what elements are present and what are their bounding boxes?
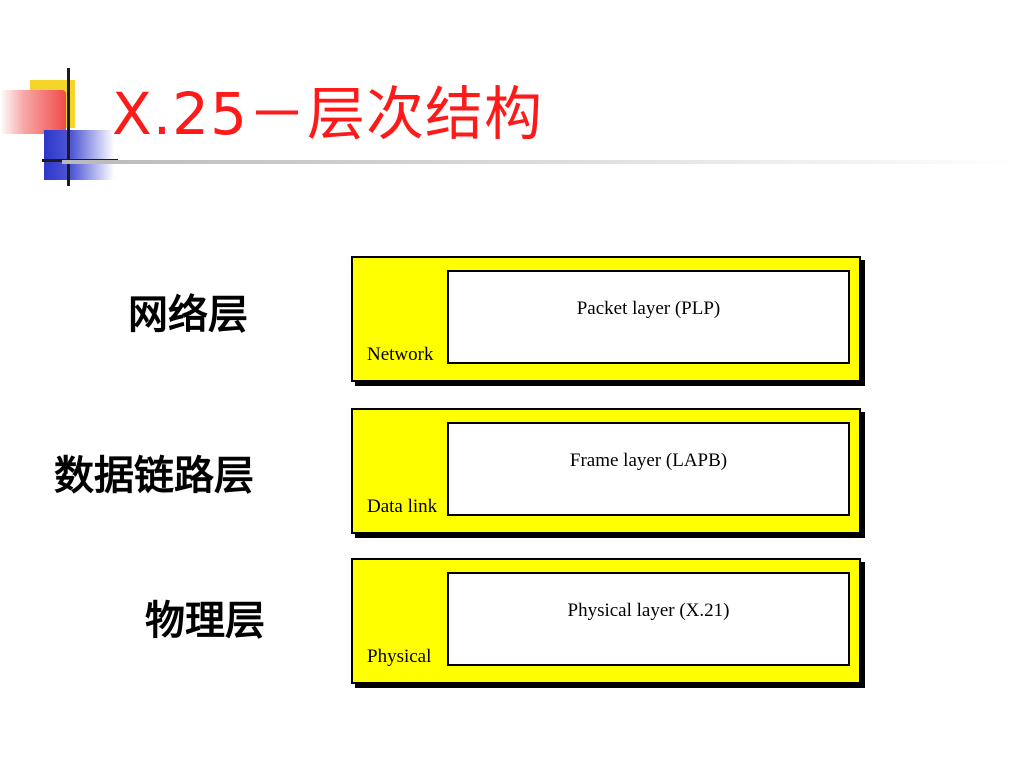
protocol-box-physical: Physical layer (X.21) [447,572,850,666]
layer-tag-physical: Physical [367,646,432,667]
layer-box-data-link: Frame layer (LAPB) Data link [351,408,861,534]
protocol-label-data-link: Frame layer (LAPB) [569,450,728,471]
title-decoration-red-bar [0,90,66,134]
layer-label-data-link: 数据链路层 [54,453,254,499]
layer-box-physical: Physical layer (X.21) Physical [351,558,861,684]
layer-label-network: 网络层 [128,292,248,338]
title-decoration-vertical-line [67,68,70,186]
title-underline-rule [62,160,1024,164]
slide-title: X.25－层次结构 [112,80,543,148]
layer-tag-network: Network [367,344,434,365]
layer-tag-data-link: Data link [367,496,438,517]
protocol-box-network: Packet layer (PLP) [447,270,850,364]
protocol-label-physical: Physical layer (X.21) [567,600,730,621]
protocol-box-data-link: Frame layer (LAPB) [447,422,850,516]
layer-label-physical: 物理层 [145,598,265,644]
layer-box-network: Packet layer (PLP) Network [351,256,861,382]
protocol-label-network: Packet layer (PLP) [576,298,721,319]
title-decoration-blue-bar [44,130,114,180]
